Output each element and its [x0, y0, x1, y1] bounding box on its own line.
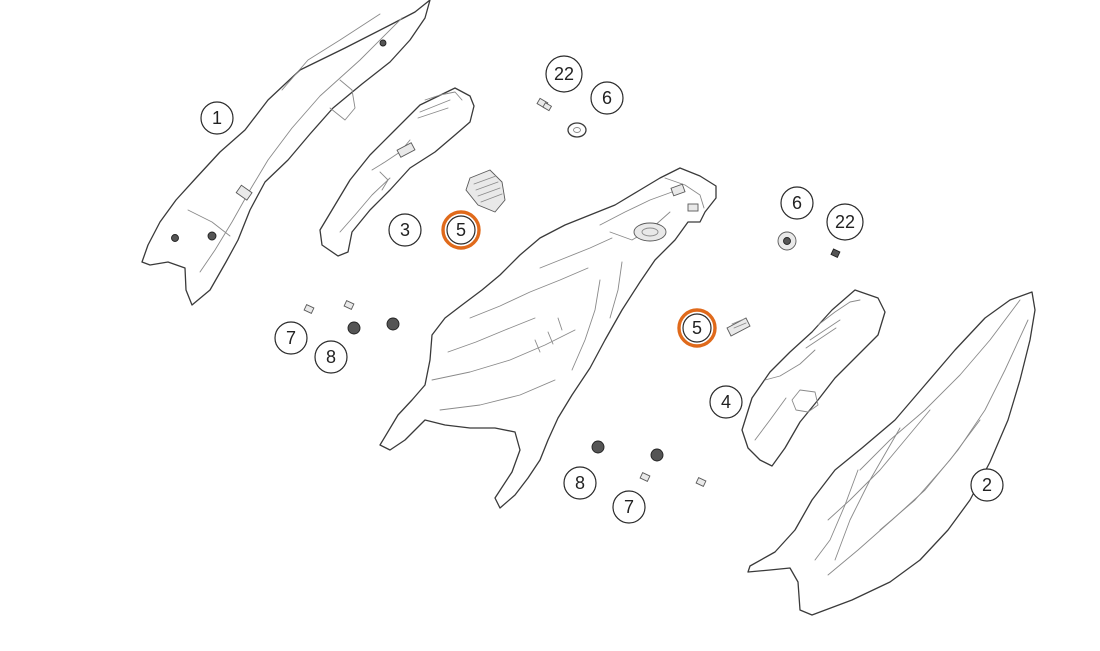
clip-right-part [726, 317, 751, 337]
callout-7-left: 7 [274, 321, 308, 355]
callout-label: 6 [792, 193, 802, 213]
callout-6-top: 6 [590, 81, 624, 115]
callout-5-left: 5 [441, 210, 481, 250]
callout-label: 2 [982, 475, 992, 495]
callout-label: 8 [575, 473, 585, 493]
washer-right-part [777, 231, 797, 251]
callout-label: 7 [286, 328, 296, 348]
callout-label: 6 [602, 88, 612, 108]
screws-right-part [639, 471, 707, 488]
callout-label: 8 [326, 347, 336, 367]
highlight-ring [441, 210, 481, 250]
callout-1: 1 [200, 101, 234, 135]
callout-6-right: 6 [780, 186, 814, 220]
callout-5-right: 5 [677, 308, 717, 348]
right-side-panel [747, 291, 1036, 616]
clip-left-part [465, 169, 506, 213]
bolt-top-part [536, 97, 553, 112]
callout-22-top: 22 [545, 55, 583, 93]
callout-label: 4 [721, 392, 731, 412]
callout-label: 7 [624, 497, 634, 517]
inner-cover-right [741, 289, 886, 467]
callout-4: 4 [709, 385, 743, 419]
nuts-right-part [591, 440, 664, 462]
washer-top-part [567, 122, 587, 138]
callout-3: 3 [388, 213, 422, 247]
nuts-left-part [347, 317, 400, 335]
callout-22-right: 22 [826, 203, 864, 241]
highlight-ring [677, 308, 717, 348]
callout-2: 2 [970, 468, 1004, 502]
callout-label: 5 [692, 318, 702, 338]
screws-left-part [303, 299, 355, 315]
left-side-panel [141, 0, 431, 306]
callout-label: 22 [554, 64, 574, 84]
callout-8-right: 8 [563, 466, 597, 500]
inner-cover-left [319, 87, 475, 257]
callout-label: 1 [212, 108, 222, 128]
bolt-right-part [830, 248, 841, 259]
callout-label: 5 [456, 220, 466, 240]
callout-7-right: 7 [612, 490, 646, 524]
callout-label: 3 [400, 220, 410, 240]
rear-fender [379, 167, 717, 509]
callout-8-left: 8 [314, 340, 348, 374]
callout-label: 22 [835, 212, 855, 232]
